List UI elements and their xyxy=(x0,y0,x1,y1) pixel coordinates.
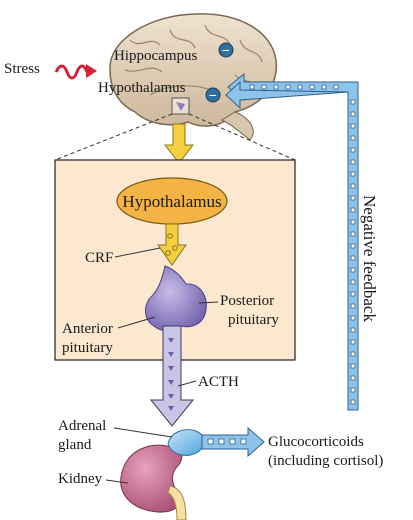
glucocorticoids-label-line2: (including cortisol) xyxy=(268,453,383,469)
feedback-particle xyxy=(350,99,356,105)
anterior-leader-line xyxy=(117,316,156,329)
svg-text:−: − xyxy=(209,89,217,104)
feedback-particle xyxy=(350,267,356,273)
feedback-particle xyxy=(350,207,356,213)
posterior-leader-line xyxy=(198,301,219,304)
crf-arrow xyxy=(157,223,187,266)
crf-leader-line xyxy=(114,247,161,258)
feedback-particle xyxy=(350,399,356,405)
inhibit-symbol-hippocampus: − xyxy=(218,42,234,59)
posterior-pituitary-label-line1: Posterior xyxy=(220,293,274,309)
adrenal-leader-line xyxy=(113,427,173,438)
inhibit-symbol-hypothalamus: − xyxy=(205,87,221,104)
feedback-particle xyxy=(350,183,356,189)
feedback-particle xyxy=(273,84,279,90)
acth-label: ACTH xyxy=(198,374,239,390)
glucocorticoid-particles xyxy=(207,438,247,445)
feedback-particle xyxy=(350,111,356,117)
hypothalamus-node-label: Hypothalamus xyxy=(122,192,221,211)
feedback-particle xyxy=(350,387,356,393)
feedback-particle xyxy=(261,84,267,90)
feedback-particle xyxy=(350,339,356,345)
feedback-particle xyxy=(350,255,356,261)
adrenal-gland xyxy=(167,429,205,456)
feedback-particle xyxy=(350,291,356,297)
svg-text:−: − xyxy=(222,44,230,59)
feedback-particle xyxy=(350,315,356,321)
glucocorticoids-label-line1: Glucocorticoids xyxy=(268,434,364,450)
anterior-pituitary-label-line2: pituitary xyxy=(62,340,113,356)
feedback-particle xyxy=(350,279,356,285)
feedback-particle xyxy=(350,375,356,381)
feedback-particle xyxy=(350,327,356,333)
hippocampus-label: Hippocampus xyxy=(114,48,197,64)
feedback-particle xyxy=(350,243,356,249)
feedback-particle xyxy=(350,363,356,369)
anterior-pituitary-label-line1: Anterior xyxy=(62,321,113,337)
zoom-lines xyxy=(54,113,296,161)
hypothalamus-brain-label: Hypothalamus xyxy=(98,80,186,96)
feedback-particle xyxy=(333,84,339,90)
feedback-particle xyxy=(350,195,356,201)
acth-leader-line xyxy=(177,380,197,387)
brain-illustration xyxy=(109,13,278,141)
feedback-particle xyxy=(350,171,356,177)
stress-label: Stress xyxy=(4,61,40,77)
feedback-particle xyxy=(350,351,356,357)
feedback-particle xyxy=(350,303,356,309)
stress-squiggle-arrow xyxy=(54,64,89,80)
adrenal-gland-label-line1: Adrenal xyxy=(58,418,106,434)
feedback-particle xyxy=(350,147,356,153)
feedback-particles xyxy=(249,84,356,405)
ureter xyxy=(167,485,187,520)
crf-label: CRF xyxy=(85,250,113,266)
feedback-particle xyxy=(285,84,291,90)
stress-arrowhead xyxy=(86,64,97,78)
feedback-particle xyxy=(350,159,356,165)
feedback-particle xyxy=(321,84,327,90)
posterior-pituitary-label-line2: pituitary xyxy=(228,312,279,328)
feedback-particle xyxy=(249,84,255,90)
feedback-particle xyxy=(350,231,356,237)
feedback-particle xyxy=(297,84,303,90)
feedback-branch-hypothalamus xyxy=(225,80,349,110)
acth-particles xyxy=(168,338,174,411)
negative-feedback-label: Negative feedback xyxy=(360,195,379,322)
kidney-label: Kidney xyxy=(58,471,103,487)
feedback-particle xyxy=(350,135,356,141)
acth-arrow xyxy=(149,325,195,427)
feedback-particle xyxy=(350,123,356,129)
feedback-particle xyxy=(309,84,315,90)
kidney xyxy=(120,444,183,513)
feedback-particle xyxy=(350,219,356,225)
brain-to-box-arrow xyxy=(163,123,195,164)
adrenal-gland-label-line2: gland xyxy=(58,437,92,453)
kidney-leader-line xyxy=(105,479,129,484)
